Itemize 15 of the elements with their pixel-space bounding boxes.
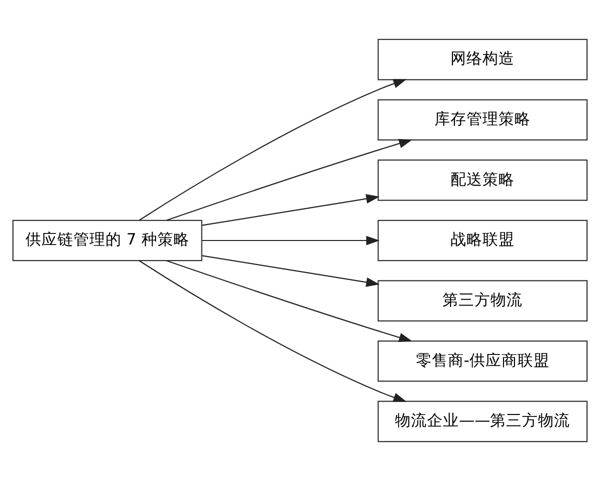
arrow [202,254,380,286]
arrow [138,260,407,402]
arrow [202,194,380,226]
node-box: 物流企业——第三方物流 [378,400,588,442]
node-box: 第三方物流 [378,280,588,321]
node-box: 网络构造 [378,38,588,80]
node-box: 库存管理策略 [378,98,588,140]
arrow [166,260,412,342]
arrow [202,235,380,245]
node-box: 零售商-供应商联盟 [378,340,588,382]
node-box: 配送策略 [378,159,588,200]
node-box: 供应链管理的 7 种策略 [12,219,202,261]
arrow [138,78,407,220]
node-box: 战略联盟 [378,219,588,261]
arrow [166,138,412,220]
